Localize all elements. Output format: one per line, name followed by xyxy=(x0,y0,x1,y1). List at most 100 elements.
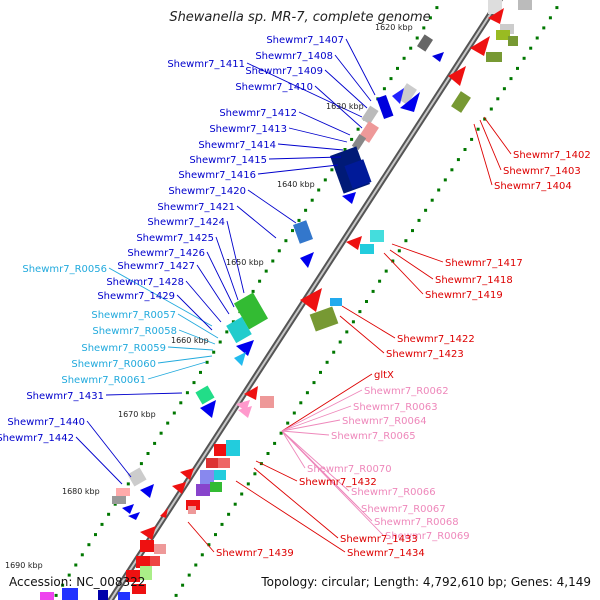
gene-label[interactable]: Shewmr7_R0060 xyxy=(71,359,156,370)
gene-label[interactable]: Shewmr7_1412 xyxy=(219,108,297,119)
label-connector xyxy=(185,280,222,323)
gene-label[interactable]: Shewmr7_R0059 xyxy=(81,343,166,354)
label-connector xyxy=(215,236,239,301)
genome-summary-text: Topology: circular; Length: 4,792,610 bp… xyxy=(260,575,591,589)
gene-label[interactable]: Shewmr7_R0057 xyxy=(91,310,176,321)
gene-label[interactable]: Shewmr7_1442 xyxy=(0,433,74,444)
ruler-tick xyxy=(181,583,185,587)
forward-features xyxy=(40,34,444,600)
gene-label[interactable]: Shewmr7_1429 xyxy=(97,291,175,302)
ruler-tick xyxy=(489,107,493,111)
gene-label[interactable]: Shewmr7_R0062 xyxy=(364,386,449,397)
gene-label[interactable]: Shewmr7_1427 xyxy=(117,261,195,272)
label-connector xyxy=(257,164,339,175)
gene-label[interactable]: Shewmr7_R0069 xyxy=(385,531,470,542)
ruler-tick xyxy=(277,249,281,253)
gene-label[interactable]: Shewmr7_1409 xyxy=(245,66,323,77)
ruler-tick xyxy=(153,441,157,445)
gene-label[interactable]: Shewmr7_R0067 xyxy=(361,504,446,515)
gene-label[interactable]: Shewmr7_1439 xyxy=(216,548,294,559)
gene-label[interactable]: Shewmr7_1432 xyxy=(299,477,377,488)
ruler-tick xyxy=(227,512,231,516)
ruler-tick xyxy=(185,391,189,395)
gene-label[interactable]: Shewmr7_R0065 xyxy=(331,431,416,442)
gene-label[interactable]: Shewmr7_1434 xyxy=(347,548,425,559)
ruler-tick xyxy=(284,239,288,243)
ruler-tick xyxy=(225,330,229,334)
gene-label[interactable]: Shewmr7_1424 xyxy=(147,217,225,228)
gene-label[interactable]: Shewmr7_1418 xyxy=(435,275,513,286)
gene-label[interactable]: Shewmr7_R0061 xyxy=(61,375,146,386)
gene-label[interactable]: Shewmr7_1431 xyxy=(26,391,104,402)
ruler-tick xyxy=(470,137,474,141)
gene-label[interactable]: Shewmr7_1407 xyxy=(266,35,344,46)
ruler-tick xyxy=(286,421,290,425)
label-connector xyxy=(281,430,330,436)
gene-label[interactable]: Shewmr7_1403 xyxy=(503,166,581,177)
ruler-tick xyxy=(297,218,301,222)
ruler-tick xyxy=(437,188,441,192)
gene-label[interactable]: Shewmr7_1419 xyxy=(425,290,503,301)
ruler-tick xyxy=(305,391,309,395)
label-connector xyxy=(147,361,207,380)
gene-label[interactable]: Shewmr7_1440 xyxy=(7,417,85,428)
ruler-tick xyxy=(389,77,393,81)
gene-label[interactable]: Shewmr7_R0066 xyxy=(351,487,436,498)
ruler-tick xyxy=(291,229,294,233)
gene-label[interactable]: Shewmr7_1433 xyxy=(340,534,418,545)
ruler-tick xyxy=(404,239,408,243)
gene-labels: Shewmr7_1407Shewmr7_1408Shewmr7_1411Shew… xyxy=(0,35,591,559)
ruler-tick xyxy=(166,421,170,425)
ruler-tick xyxy=(529,46,533,50)
gene-label[interactable]: Shewmr7_1404 xyxy=(494,181,572,192)
ruler-tick xyxy=(246,482,250,486)
ruler-tick xyxy=(240,492,244,496)
gene-label[interactable]: Shewmr7_1413 xyxy=(209,124,287,135)
ruler-tick xyxy=(317,188,321,192)
gene-label[interactable]: Shewmr7_R0068 xyxy=(374,517,459,528)
gene-label[interactable]: Shewmr7_1411 xyxy=(167,59,245,70)
ruler-tick xyxy=(338,340,342,344)
ruler-tick xyxy=(271,259,275,263)
gene-label[interactable]: Shewmr7_1408 xyxy=(255,51,333,62)
ruler-tick xyxy=(382,87,386,91)
ruler-tick xyxy=(555,6,559,10)
ruler-tick xyxy=(207,543,211,547)
gene-label[interactable]: Shewmr7_R0070 xyxy=(307,464,392,475)
gene-label[interactable]: Shewmr7_1423 xyxy=(386,349,464,360)
gene-label[interactable]: Shewmr7_R0063 xyxy=(353,402,438,413)
ruler-tick xyxy=(351,320,355,324)
gene-label[interactable]: Shewmr7_1417 xyxy=(445,258,523,269)
gene-label[interactable]: Shewmr7_1420 xyxy=(168,186,246,197)
ruler-tick xyxy=(422,26,426,30)
gene-label[interactable]: Shewmr7_1421 xyxy=(157,202,235,213)
ruler-tick xyxy=(220,522,224,526)
label-connector xyxy=(235,480,346,553)
label-connector xyxy=(277,143,344,151)
ruler-tick xyxy=(87,543,91,547)
ruler-tick xyxy=(74,563,78,567)
gene-label[interactable]: Shewmr7_1415 xyxy=(189,155,267,166)
kbp-label: 1650 kbp xyxy=(226,258,264,267)
gene-label[interactable]: Shewmr7_1426 xyxy=(127,248,205,259)
label-connector xyxy=(281,389,363,432)
gene-label[interactable]: Shewmr7_1428 xyxy=(106,277,184,288)
label-connector xyxy=(483,116,512,155)
gene-label[interactable]: Shewmr7_1402 xyxy=(513,150,591,161)
gene-label[interactable]: Shewmr7_R0064 xyxy=(342,416,427,427)
gene-label[interactable]: Shewmr7_1414 xyxy=(198,140,276,151)
ruler-tick xyxy=(299,401,303,405)
gene-label[interactable]: Shewmr7_1410 xyxy=(235,82,313,93)
gene-label[interactable]: Shewmr7_1416 xyxy=(178,170,256,181)
gene-label[interactable]: gltX xyxy=(374,370,394,381)
label-connector xyxy=(341,305,396,339)
gene-label[interactable]: Shewmr7_R0056 xyxy=(22,264,107,275)
label-connector xyxy=(187,521,215,553)
gene-label[interactable]: Shewmr7_1425 xyxy=(136,233,214,244)
label-connector xyxy=(314,85,363,129)
gene-label[interactable]: Shewmr7_R0058 xyxy=(92,326,177,337)
label-connector xyxy=(253,467,339,539)
ruler-tick xyxy=(174,593,178,597)
gene-label[interactable]: Shewmr7_1422 xyxy=(397,334,475,345)
ruler-tick xyxy=(430,198,434,202)
